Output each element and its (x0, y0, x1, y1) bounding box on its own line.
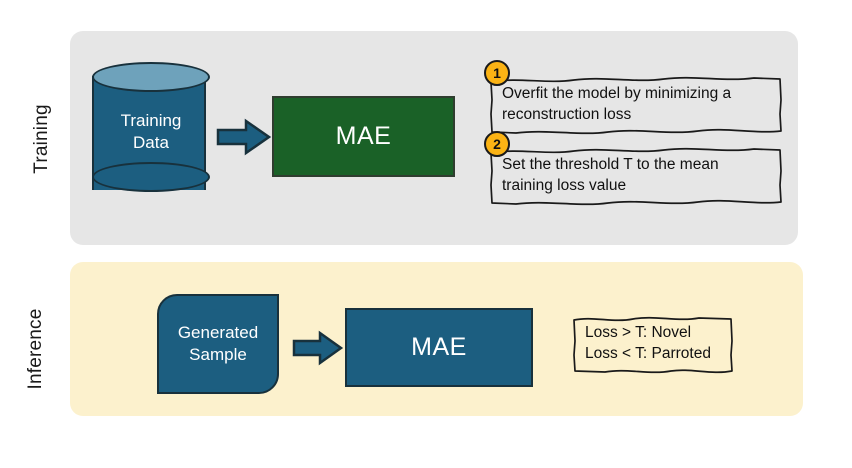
arrow-generated-sample-to-mae-icon (292, 330, 344, 366)
decision-rule-legend-text-wrap: Loss > T: Novel Loss < T: Parroted (571, 313, 735, 376)
training-data-label: Training Data (120, 111, 182, 152)
generated-sample-box: Generated Sample (157, 294, 279, 394)
training-step-2-callout (490, 147, 782, 206)
mae-inference-box: MAE (345, 308, 533, 387)
training-data-cylinder: Training Data (92, 62, 210, 208)
training-step-2-text-wrap: Set the threshold T to the mean training… (488, 145, 784, 207)
training-step-1-callout (490, 76, 782, 135)
mae-training-box: MAE (272, 96, 455, 177)
training-step-2-text: Set the threshold T to the mean training… (502, 156, 719, 194)
decision-rule-legend-text: Loss > T: Novel Loss < T: Parroted (585, 324, 711, 362)
inference-section-label: Inference (25, 308, 46, 390)
decision-rule-legend-border (573, 316, 733, 374)
step-badge-1: 1 (484, 60, 510, 86)
training-section-label: Training (31, 104, 52, 174)
training-step-1-text: Overfit the model by minimizing a recons… (502, 85, 732, 123)
cylinder-bottom-ellipse (92, 162, 210, 192)
cylinder-top-ellipse (92, 62, 210, 92)
training-step-1-text-wrap: Overfit the model by minimizing a recons… (488, 74, 784, 136)
arrow-training-data-to-mae-icon (216, 118, 272, 156)
step-badge-2: 2 (484, 131, 510, 157)
